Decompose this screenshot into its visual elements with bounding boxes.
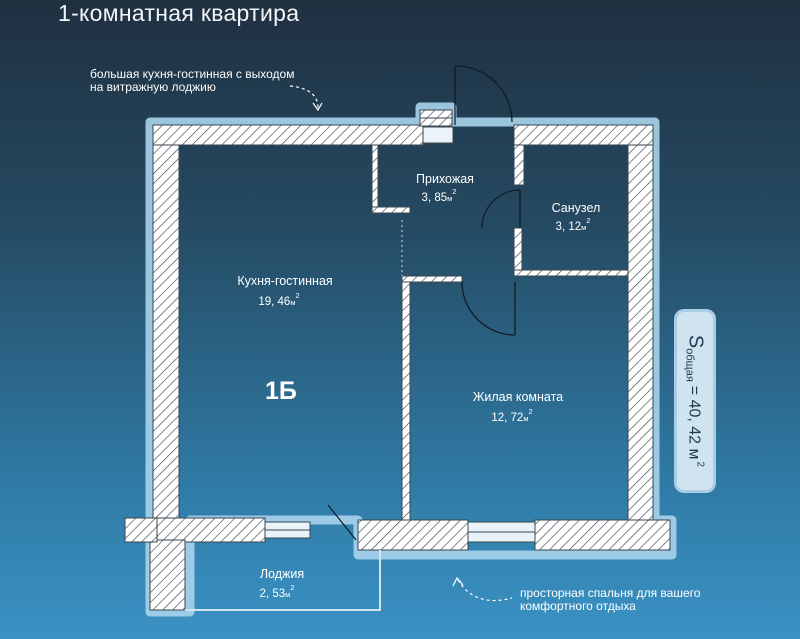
note-kitchen-loggia: большая кухня-гостинная с выходом на вит… [90,67,295,94]
room-area: 12, 72 [491,412,523,424]
room-name: Лоджия [260,567,304,581]
total-area-power: 2 [694,461,706,468]
room-area: 3, 12 [556,221,582,233]
total-area-value: = 40, 42 м [685,385,703,460]
svg-text:3, 85м2: 3, 85м2 [422,187,457,204]
room-name: Кухня-гостинная [237,274,332,288]
total-area-subscript: общая [683,348,696,382]
note-bottom-arrow [457,579,513,602]
plan-glow [145,102,677,617]
room-area: 3, 85 [422,192,448,204]
room-loggia: Лоджия 2, 53м2 [260,567,305,600]
walls [124,109,671,611]
note-top-arrow [289,85,319,109]
room-bedroom: Жилая комната 12, 72м2 [473,390,563,424]
room-kitchen: Кухня-гостинная 19, 46м2 [237,274,332,308]
svg-text:19, 46м2: 19, 46м2 [258,291,299,308]
note-bottom-arrowhead [452,576,464,587]
room-name: Санузел [552,201,601,215]
unit-code: 1Б [265,377,297,405]
room-hall: Прихожая 3, 85м2 [416,172,474,204]
total-area-badge: Sобщая = 40, 42 м2 [677,312,713,490]
windows [264,126,536,543]
room-area: 19, 46 [258,296,290,308]
loggia-outline [185,550,381,611]
note-top-arrowhead [312,102,323,112]
total-area-symbol: S [684,334,707,349]
note-bedroom: просторная спальня для вашего комфортног… [520,586,701,613]
room-name: Жилая комната [473,390,563,404]
room-area: 2, 53 [260,588,286,600]
svg-text:2, 53м2: 2, 53м2 [260,583,295,600]
svg-text:3, 12м2: 3, 12м2 [556,216,591,233]
page-title: 1-комнатная квартира [58,0,300,26]
doors [327,65,521,541]
room-bathroom: Санузел 3, 12м2 [552,201,601,233]
room-name: Прихожая [416,172,474,186]
total-area-text: Sобщая = 40, 42 м2 [684,335,707,467]
svg-text:12, 72м2: 12, 72м2 [491,407,532,424]
